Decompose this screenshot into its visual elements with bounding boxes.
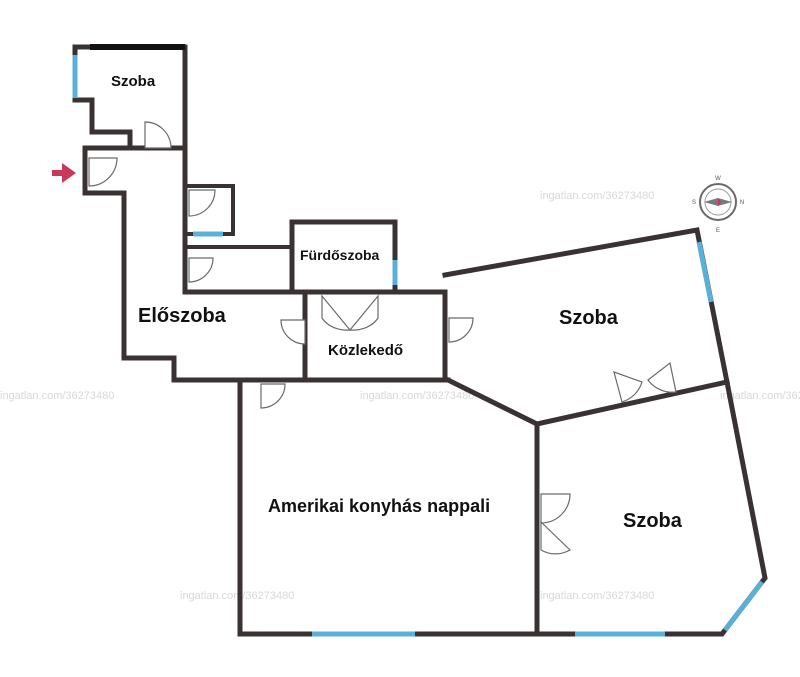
wall-szoba-top: [72, 44, 188, 151]
door-swing: [280, 319, 306, 345]
room-label-szoba-top: Szoba: [111, 73, 156, 90]
door-swing: [647, 361, 677, 393]
door-swing: [260, 383, 286, 409]
window: [696, 241, 714, 303]
walls: [72, 44, 768, 637]
watermark: ingatlan.com/36273480: [540, 590, 654, 602]
room-label-kozlekedo: Közlekedő: [328, 342, 403, 359]
room-label-szoba-bottom: Szoba: [623, 510, 683, 532]
room-label-eloszoba: Előszoba: [138, 305, 227, 327]
room-label-szoba-right: Szoba: [559, 307, 619, 329]
wall-szoba-bottom: [534, 379, 768, 637]
room-label-furdoszoba: Fürdőszoba: [300, 247, 380, 263]
compass-w: S: [692, 200, 696, 206]
compass-e: N: [740, 200, 744, 206]
room-label-nappali: Amerikai konyhás nappali: [268, 496, 490, 516]
room-labels: Szoba Előszoba Fürdőszoba Közlekedő Szob…: [111, 73, 683, 532]
entry-arrow-icon: [52, 163, 76, 183]
doors: [88, 121, 677, 555]
door-swing: [540, 493, 571, 524]
door-swing: [188, 257, 214, 283]
compass-n: W: [715, 176, 721, 182]
door-swing: [188, 189, 216, 217]
watermark: ingatlan.com/36273480: [180, 590, 294, 602]
watermark: ingatlan.com/36273480: [540, 190, 654, 202]
door-swing: [540, 520, 571, 555]
watermark: ingatlan.com/36273480: [720, 390, 800, 402]
door-swing: [448, 317, 474, 343]
windows: [72, 55, 764, 637]
door-swing: [348, 294, 379, 331]
window: [723, 580, 764, 632]
door-swing: [613, 371, 643, 403]
door-swing: [144, 121, 172, 149]
door-swing: [321, 294, 352, 331]
watermarks: ingatlan.com/36273480 ingatlan.com/36273…: [0, 190, 800, 602]
compass-s: E: [716, 228, 720, 234]
watermark: ingatlan.com/36273480: [0, 390, 114, 402]
door-swing: [88, 157, 118, 187]
wall-nappali: [237, 377, 540, 637]
compass-icon: W E S N: [692, 176, 744, 234]
watermark: ingatlan.com/36273480: [360, 390, 474, 402]
